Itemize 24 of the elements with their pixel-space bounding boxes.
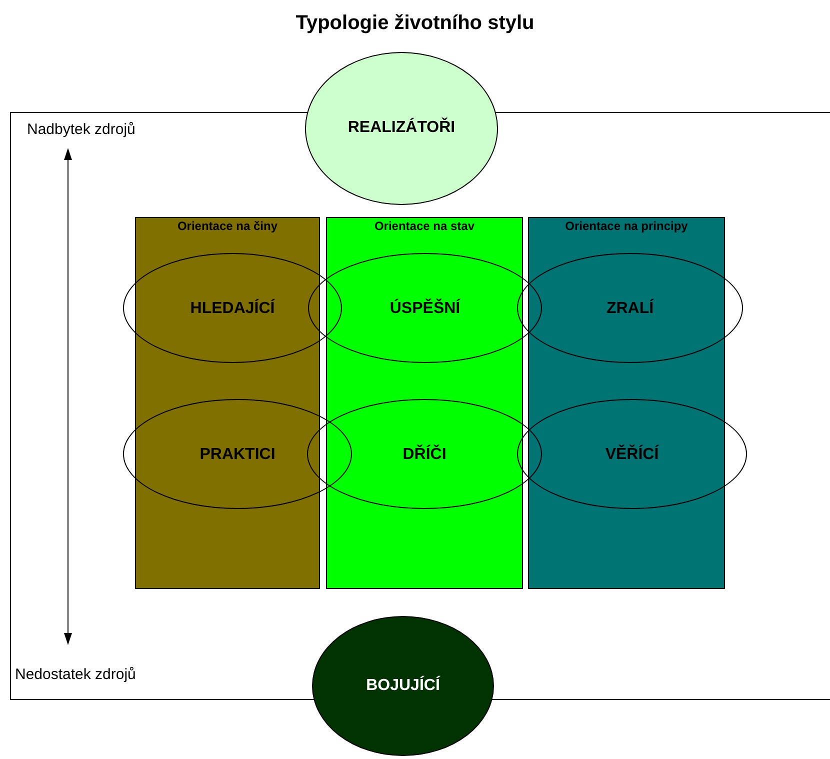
column-heading: Orientace na stav: [373, 219, 476, 233]
ellipse: [123, 399, 352, 509]
ellipse-label: HLEDAJÍCÍ: [189, 300, 276, 318]
ellipse-label: ZRALÍ: [605, 300, 655, 318]
ellipse-label: BOJUJÍCÍ: [365, 677, 442, 695]
ellipse-label: ÚSPĚŠNÍ: [388, 300, 462, 318]
axis-label: Nedostatek zdrojů: [15, 666, 136, 683]
ellipse: [517, 399, 747, 509]
ellipse-label: REALIZÁTOŘI: [346, 119, 456, 137]
ellipse-label: PRAKTICI: [198, 446, 276, 464]
column-panel: [135, 217, 320, 589]
ellipse: [517, 253, 743, 363]
column-heading: Orientace na činy: [176, 219, 279, 233]
column-panel: [326, 217, 523, 589]
column-panel: [528, 217, 725, 589]
frame-box: [10, 112, 830, 700]
ellipse: [307, 399, 542, 509]
column-heading: Orientace na principy: [564, 219, 689, 233]
axis-label: Nadbytek zdrojů: [27, 121, 136, 138]
ellipse-label: DŘÍČI: [402, 446, 448, 464]
ellipse: [308, 253, 542, 363]
title: Typologie životního stylu: [294, 12, 536, 35]
ellipse: [123, 253, 342, 363]
ellipse-label: VĚŘÍCÍ: [604, 446, 660, 464]
